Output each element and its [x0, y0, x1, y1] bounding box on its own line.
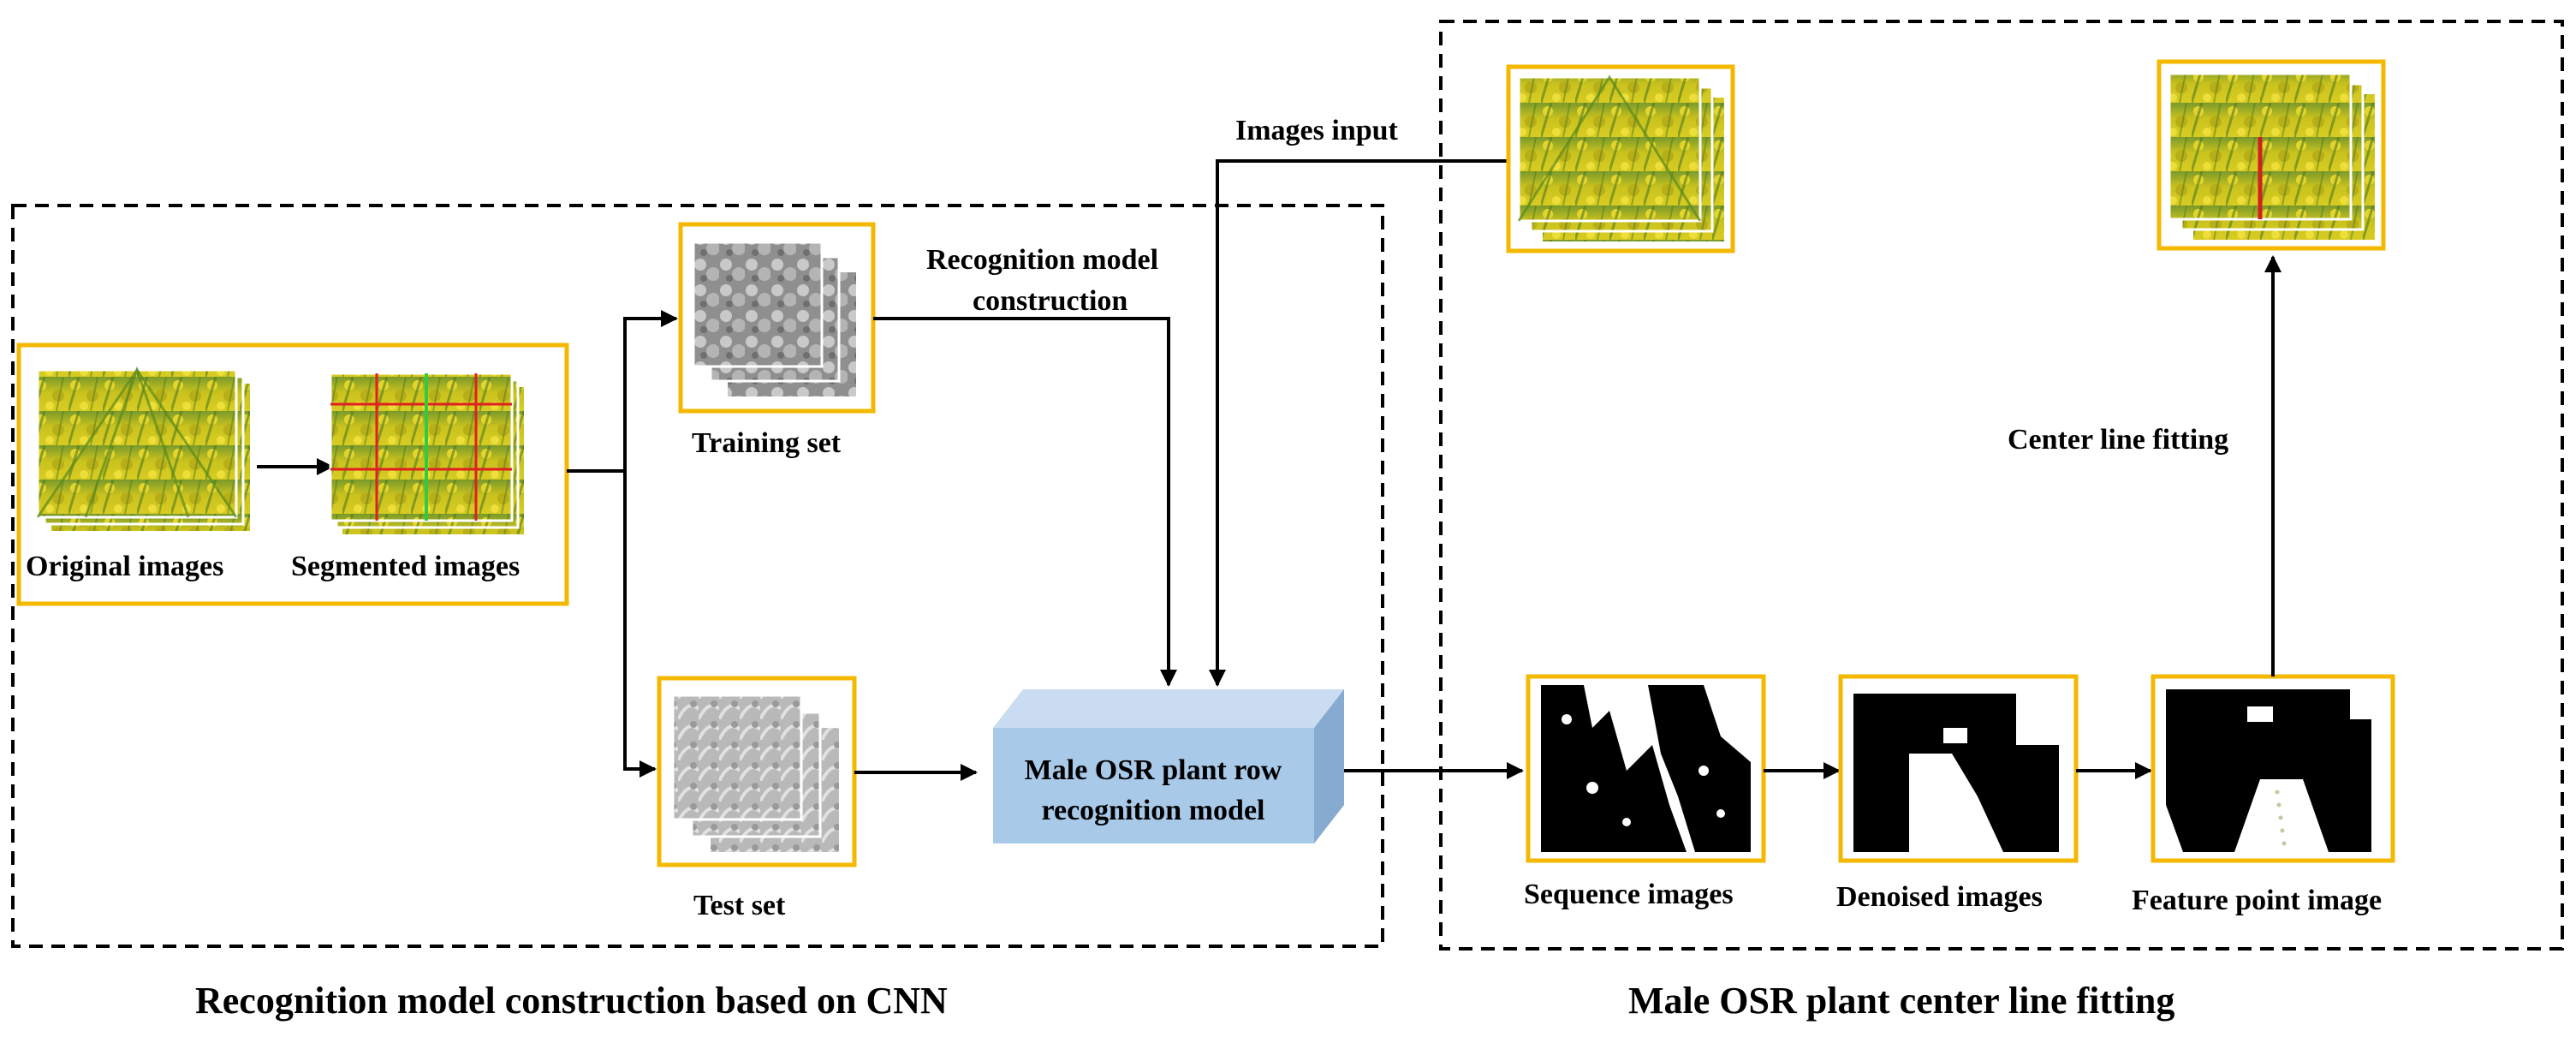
- arrow-images-input: [1209, 159, 1508, 687]
- input-images-thumbnail: [1517, 74, 1724, 241]
- right-panel-caption: Male OSR plant center line fitting: [1628, 980, 2174, 1022]
- result-image-thumbnail: [2168, 72, 2375, 240]
- denoised-images-thumbnail: [1853, 685, 2063, 852]
- left-panel-caption: Recognition model construction based on …: [195, 980, 948, 1022]
- segmented-images-label: Segmented images: [291, 551, 520, 582]
- arrow-training-to-model: [873, 317, 1177, 687]
- test-set-label: Test set: [693, 890, 786, 921]
- recognition-construction-label-line1: Recognition model: [926, 244, 1158, 276]
- original-images-label: Original images: [26, 551, 223, 582]
- segmented-images-thumbnail: [329, 372, 524, 534]
- feature-point-image-thumbnail: [2166, 685, 2380, 852]
- result-image-frame: [2157, 59, 2386, 251]
- recognition-model-box: [993, 689, 1344, 843]
- arrow-to-test-set: [623, 471, 657, 778]
- recognition-construction-label-line2: construction: [973, 285, 1127, 317]
- denoised-images-label: Denoised images: [1836, 881, 2043, 913]
- test-set-thumbnail: [671, 694, 839, 852]
- input-images-frame: [1506, 64, 1735, 253]
- right-panel-frame: [1439, 20, 2564, 951]
- left-panel-frame: [11, 204, 1384, 948]
- denoised-images-frame: [1838, 674, 2079, 863]
- sequence-images-label: Sequence images: [1524, 879, 1734, 910]
- model-label-line2: recognition model: [1042, 795, 1265, 826]
- center-line-fitting-label: Center line fitting: [2008, 424, 2228, 456]
- sequence-images-frame: [1526, 674, 1766, 863]
- arrow-to-training-set: [623, 310, 678, 471]
- feature-point-image-label: Feature point image: [2132, 885, 2382, 916]
- original-images-thumbnail: [36, 366, 250, 531]
- training-set-label: Training set: [692, 427, 842, 459]
- original-segmented-frame: [16, 343, 569, 606]
- training-set-thumbnail: [692, 241, 856, 396]
- images-input-label: Images input: [1235, 115, 1399, 146]
- model-label-line1: Male OSR plant row: [1025, 754, 1282, 786]
- sequence-images-thumbnail: [1541, 685, 1751, 852]
